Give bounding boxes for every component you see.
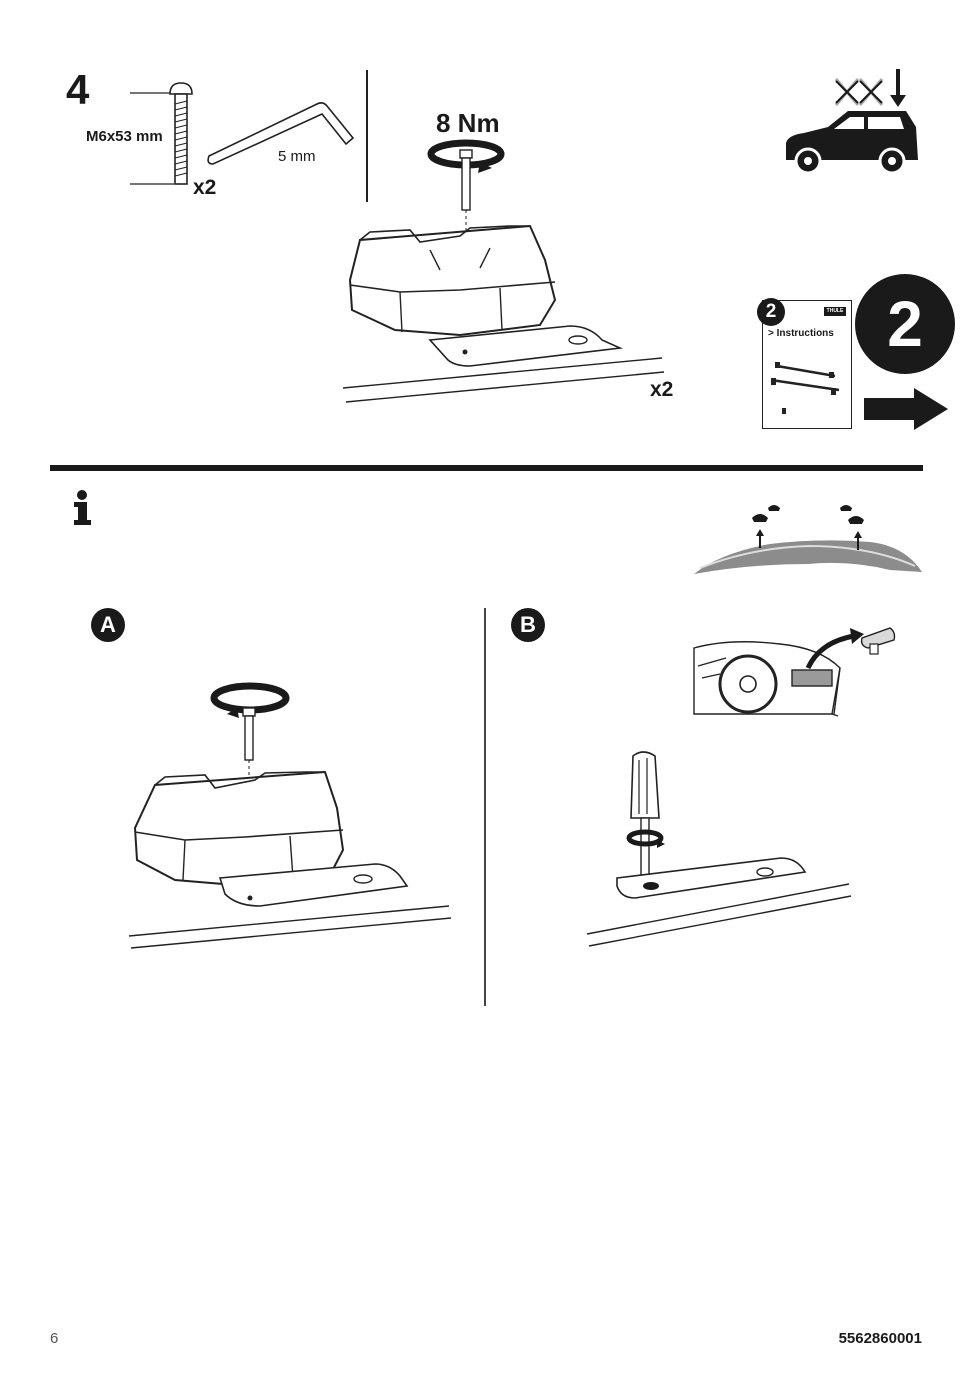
page-number: 6 bbox=[50, 1330, 59, 1347]
next-step-number: 2 bbox=[855, 274, 955, 374]
variant-a-badge: A bbox=[91, 608, 125, 642]
foot-mounting-illustration bbox=[342, 139, 665, 403]
step-number: 4 bbox=[66, 66, 90, 113]
booklet-step-badge: 2 bbox=[757, 298, 785, 326]
arrow-right-icon bbox=[864, 388, 948, 430]
info-icon bbox=[74, 490, 91, 525]
screw-quantity: x2 bbox=[193, 176, 217, 199]
assembly-quantity: x2 bbox=[650, 378, 674, 401]
variant-b-badge: B bbox=[511, 608, 545, 642]
glovebox-illustration bbox=[693, 627, 896, 717]
brand-logo: THULE bbox=[824, 307, 846, 316]
car-roof-icon bbox=[786, 69, 918, 175]
variant-b-illustration bbox=[586, 751, 852, 947]
divider-vertical bbox=[366, 70, 368, 202]
allen-key-icon bbox=[207, 102, 355, 165]
instructions-label: > Instructions bbox=[768, 328, 834, 339]
roof-bar-icon bbox=[770, 362, 840, 414]
variant-a-illustration bbox=[128, 682, 452, 949]
torque-label: 8 Nm bbox=[436, 108, 500, 138]
screw-size-label: M6x53 mm bbox=[86, 128, 163, 145]
document-number: 5562860001 bbox=[838, 1330, 922, 1347]
roof-caps-illustration bbox=[694, 505, 922, 574]
screw-illustration bbox=[130, 82, 193, 185]
section-divider bbox=[50, 465, 923, 471]
hex-key-size-label: 5 mm bbox=[278, 148, 316, 165]
divider-variants bbox=[484, 608, 486, 1006]
